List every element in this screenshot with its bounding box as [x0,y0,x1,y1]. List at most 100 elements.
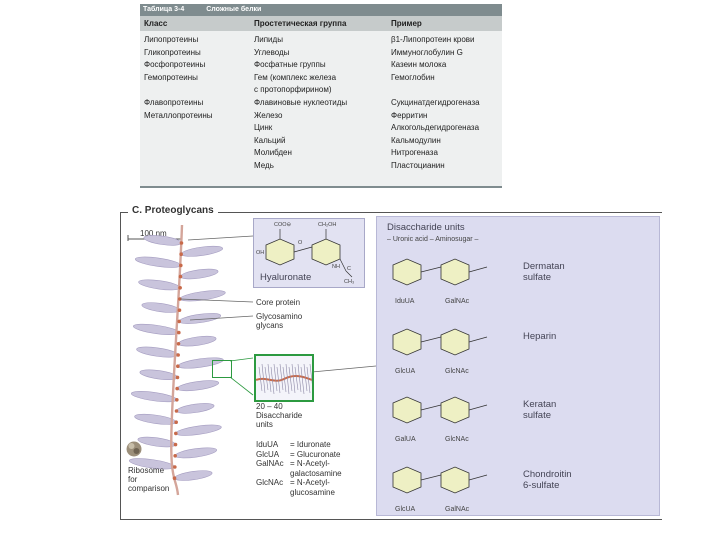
header-example: Пример [391,19,422,28]
hyaluronate-panel: COO⊖ CH₂OH OH O NH C CH₃ Hyaluronate [253,218,365,288]
gag-chain-strand [264,366,269,391]
figure-title: C. Proteoglycans [128,205,218,216]
link-protein-node [176,364,180,368]
link-protein-node [178,286,182,290]
uronic-acid-label: GlcUA [395,506,416,513]
aminosugar-label: GalNAc [445,506,470,513]
abbrev-term: GlcUA [256,449,280,459]
link-protein-node [176,353,180,357]
table-cell: Фосфопротеины [144,60,206,70]
gag-chain-strand [276,366,281,394]
hyal-oh: OH [256,250,265,256]
gag-chain-strand [288,366,293,392]
link-protein-node [175,386,179,391]
link-protein-node [177,319,181,324]
abbrev-definition: = N-Acetyl- [290,478,330,487]
link-protein-node [179,263,183,268]
abbrev-definition: = N-Acetyl- [290,459,330,468]
abbrev-definition: = Iduronate [290,440,331,449]
link-protein-node [177,330,181,335]
hyaluronate-structure [265,229,353,278]
sugar-ring [392,396,422,424]
table-cell: Алкогольдегидрогеназа [391,123,480,133]
sugar-ring [440,328,470,356]
uronic-acid-label: GalUA [395,436,416,443]
figure-frame-bottom [120,519,662,520]
gag-chain-strand [261,363,266,394]
link-protein-node [179,252,183,256]
table-cell: Углеводы [254,47,290,57]
table-cell: Фосфатные группы [254,60,326,70]
table-cell: Кальций [254,135,286,145]
glycosidic-bond [468,404,488,411]
table-cell: Липиды [254,35,283,44]
ribosome-icon [126,441,142,457]
table-cell: Гликопротеины [144,47,201,57]
table-cell: Нитрогеназа [391,148,438,158]
table-header-row: Класс Простетическая группа Пример [140,16,502,31]
abbrev-term: GlcNAc [256,478,284,487]
gag-chain-strand [303,363,308,392]
abbrev-definition: glucosamine [290,487,335,497]
glycosidic-bond [468,474,488,481]
link-protein-node [173,465,177,469]
uronic-acid-label: IduUA [395,298,415,305]
link-protein-node [176,342,181,346]
table-cell: Молибден [254,148,292,158]
aminosugar-label: GlcNAc [445,436,469,443]
gag-chain-strand [306,366,311,394]
link-protein-node [173,442,178,447]
table-cell: Кальмодулин [391,135,441,145]
disaccharide-units-panel: Disaccharide units – Uronic acid – Amino… [376,216,660,516]
abbrev-term: IduUA [256,440,279,449]
ribosome-label: Ribosome for comparison [128,466,170,493]
gag-chain-strand [297,363,302,393]
hyaluronate-label: Hyaluronate [260,272,312,283]
abbrev-definition: galactosamine [290,468,342,478]
link-protein-node [178,297,182,301]
link-protein-node [177,308,182,312]
disaccharide-units-label: Disaccharide units [256,411,303,429]
gag-chain-strand [291,363,296,394]
table-cell: Сукцинатдегидрогеназа [391,98,480,107]
gag-chain-strand [282,366,287,393]
sugar-ring [392,328,422,356]
disaccharide-structure [392,396,488,424]
disaccharide-structure [392,466,488,494]
table-cell: Иммуноглобулин G [391,47,463,57]
gag-chain-strand [294,366,299,391]
glycosidic-bond [420,266,442,273]
table-cell: β1-Липопротеин крови [391,35,475,44]
figure-frame-top [120,212,662,213]
zoom-marker [212,360,232,378]
table-bottom-rule [140,186,502,188]
sugar-ring [440,258,470,286]
gag-chain-strand [273,363,278,392]
zoom-detail-drawing [255,363,314,395]
gag-chain-strand [258,366,263,392]
header-class: Класс [144,19,168,28]
core-protein-label: Core protein [256,298,301,307]
uronic-acid-label: GlcUA [395,368,416,375]
gag-chain-strand [309,363,314,391]
table-cell: Флавиновые нуклеотиды [254,98,348,107]
table-cell: Гем (комплекс железа [254,72,337,82]
glycosaminoglycans-label: Glycosamino glycans [256,312,303,330]
table-cell: Гемоглобин [391,72,435,82]
disaccharide-panel-subtitle: – Uronic acid – Aminosugar – [387,236,479,243]
table-cell: Железо [254,110,283,120]
gag-chain-strand [279,363,284,391]
link-protein-node [173,454,177,458]
abbrev-term: GalNAc [256,459,284,468]
hyal-ch2oh: CH₂OH [318,222,337,228]
glycosaminoglycan-name: Heparin [523,331,557,342]
table-cell: Металлопротеины [144,110,213,120]
hyal-ch3: CH₃ [344,279,355,285]
gag-chain-strand [270,366,275,395]
units-range-label: 20 – 40 [256,402,283,411]
